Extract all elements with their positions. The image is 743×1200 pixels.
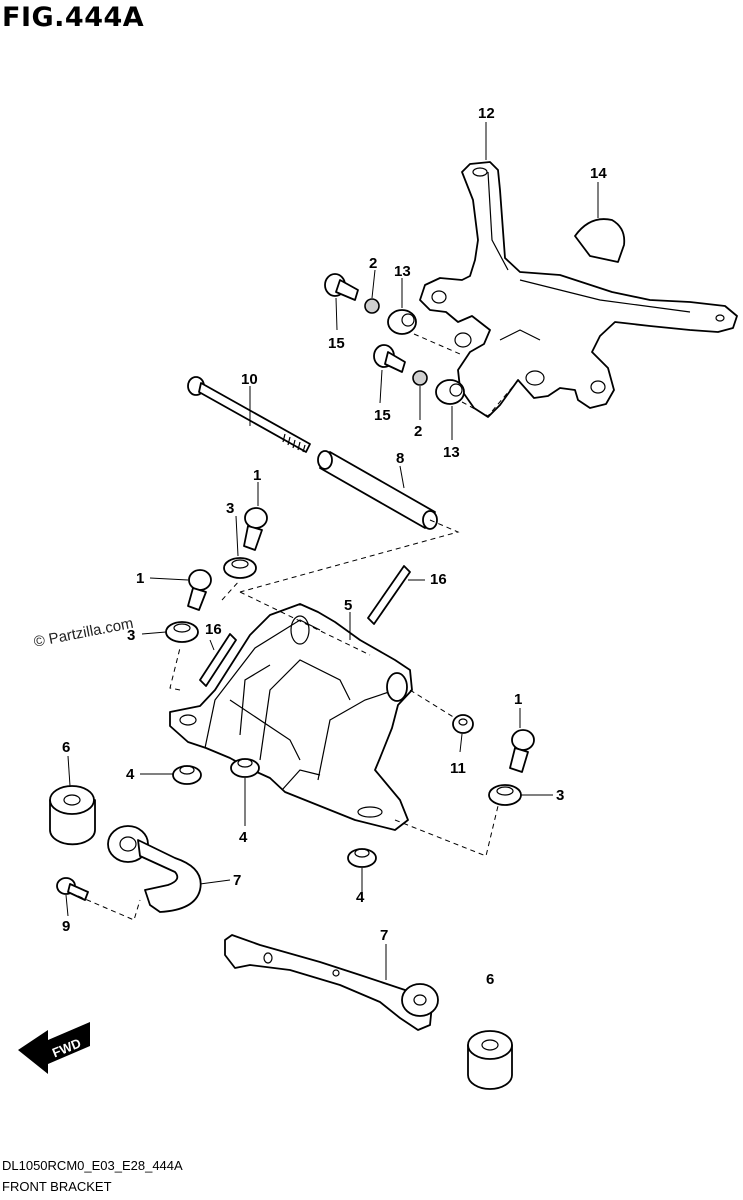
callout-1-top: 1 [253, 467, 261, 484]
collar-8 [317, 450, 438, 530]
plate-16-left [199, 633, 237, 687]
nut-11 [452, 714, 474, 734]
callout-1-mid: 1 [136, 570, 144, 587]
grommet-3-left [165, 621, 199, 643]
callout-15-upper: 15 [328, 335, 345, 352]
callout-13-upper: 13 [394, 263, 411, 280]
bolt-9 [56, 877, 89, 901]
bolt-10 [187, 376, 311, 453]
callout-15-lower: 15 [374, 407, 391, 424]
callout-9: 9 [62, 918, 70, 935]
plate-16-right [367, 565, 411, 625]
bolt-1-mid [187, 569, 212, 611]
washer-2-upper [364, 298, 380, 314]
stay-7-upper [107, 825, 202, 913]
grommet-3-right [488, 784, 522, 806]
stay-7-lower [224, 934, 439, 1031]
bolt-1-top [243, 507, 268, 551]
damper-6-right [467, 1030, 513, 1090]
leader-lines [65, 122, 599, 980]
washer-2-lower [412, 370, 428, 386]
callout-16-left: 16 [205, 621, 222, 638]
grommet-13-upper [387, 309, 417, 335]
fwd-arrow-icon: FWD [18, 1022, 90, 1074]
bracket-12 [419, 161, 738, 418]
callout-5: 5 [344, 597, 352, 614]
bracket-5 [169, 603, 413, 831]
bolt-1-right [509, 729, 535, 773]
callout-16-right: 16 [430, 571, 447, 588]
damper-6-left [49, 785, 96, 846]
callout-2-lower: 2 [414, 423, 422, 440]
cap-14 [574, 218, 626, 263]
callout-6-left: 6 [62, 739, 70, 756]
callout-12: 12 [478, 105, 495, 122]
callout-8: 8 [396, 450, 404, 467]
callout-6-right: 6 [486, 971, 494, 988]
callout-10: 10 [241, 371, 258, 388]
callout-3-top: 3 [226, 500, 234, 517]
callout-3-right: 3 [556, 787, 564, 804]
callout-4-left: 4 [126, 766, 135, 783]
callout-11: 11 [450, 760, 466, 777]
callout-2-upper: 2 [369, 255, 377, 272]
diagram-caption: FRONT BRACKET [2, 1179, 112, 1194]
callout-1-right: 1 [514, 691, 522, 708]
collar-4-bottom [347, 848, 377, 868]
grommet-3-top [223, 557, 257, 579]
figure-title: FIG.444A [2, 2, 145, 33]
callout-4-bottom: 4 [356, 889, 365, 906]
callout-3-left: 3 [127, 627, 135, 644]
callout-7-lower: 7 [380, 927, 388, 944]
callout-13-lower: 13 [443, 444, 460, 461]
callout-14: 14 [590, 165, 607, 182]
bolt-15-lower [373, 344, 406, 373]
bolt-15-upper [324, 273, 359, 301]
grommet-13-lower [435, 379, 465, 405]
callout-7-upper: 7 [233, 872, 241, 889]
collar-4-mid [230, 758, 260, 778]
callout-4-mid: 4 [239, 829, 248, 846]
diagram-code: DL1050RCM0_E03_E28_444A [2, 1158, 183, 1173]
collar-4-left [172, 765, 202, 785]
callout-labels: 12 14 2 13 15 15 2 13 10 8 1 3 1 16 3 16… [62, 105, 607, 988]
